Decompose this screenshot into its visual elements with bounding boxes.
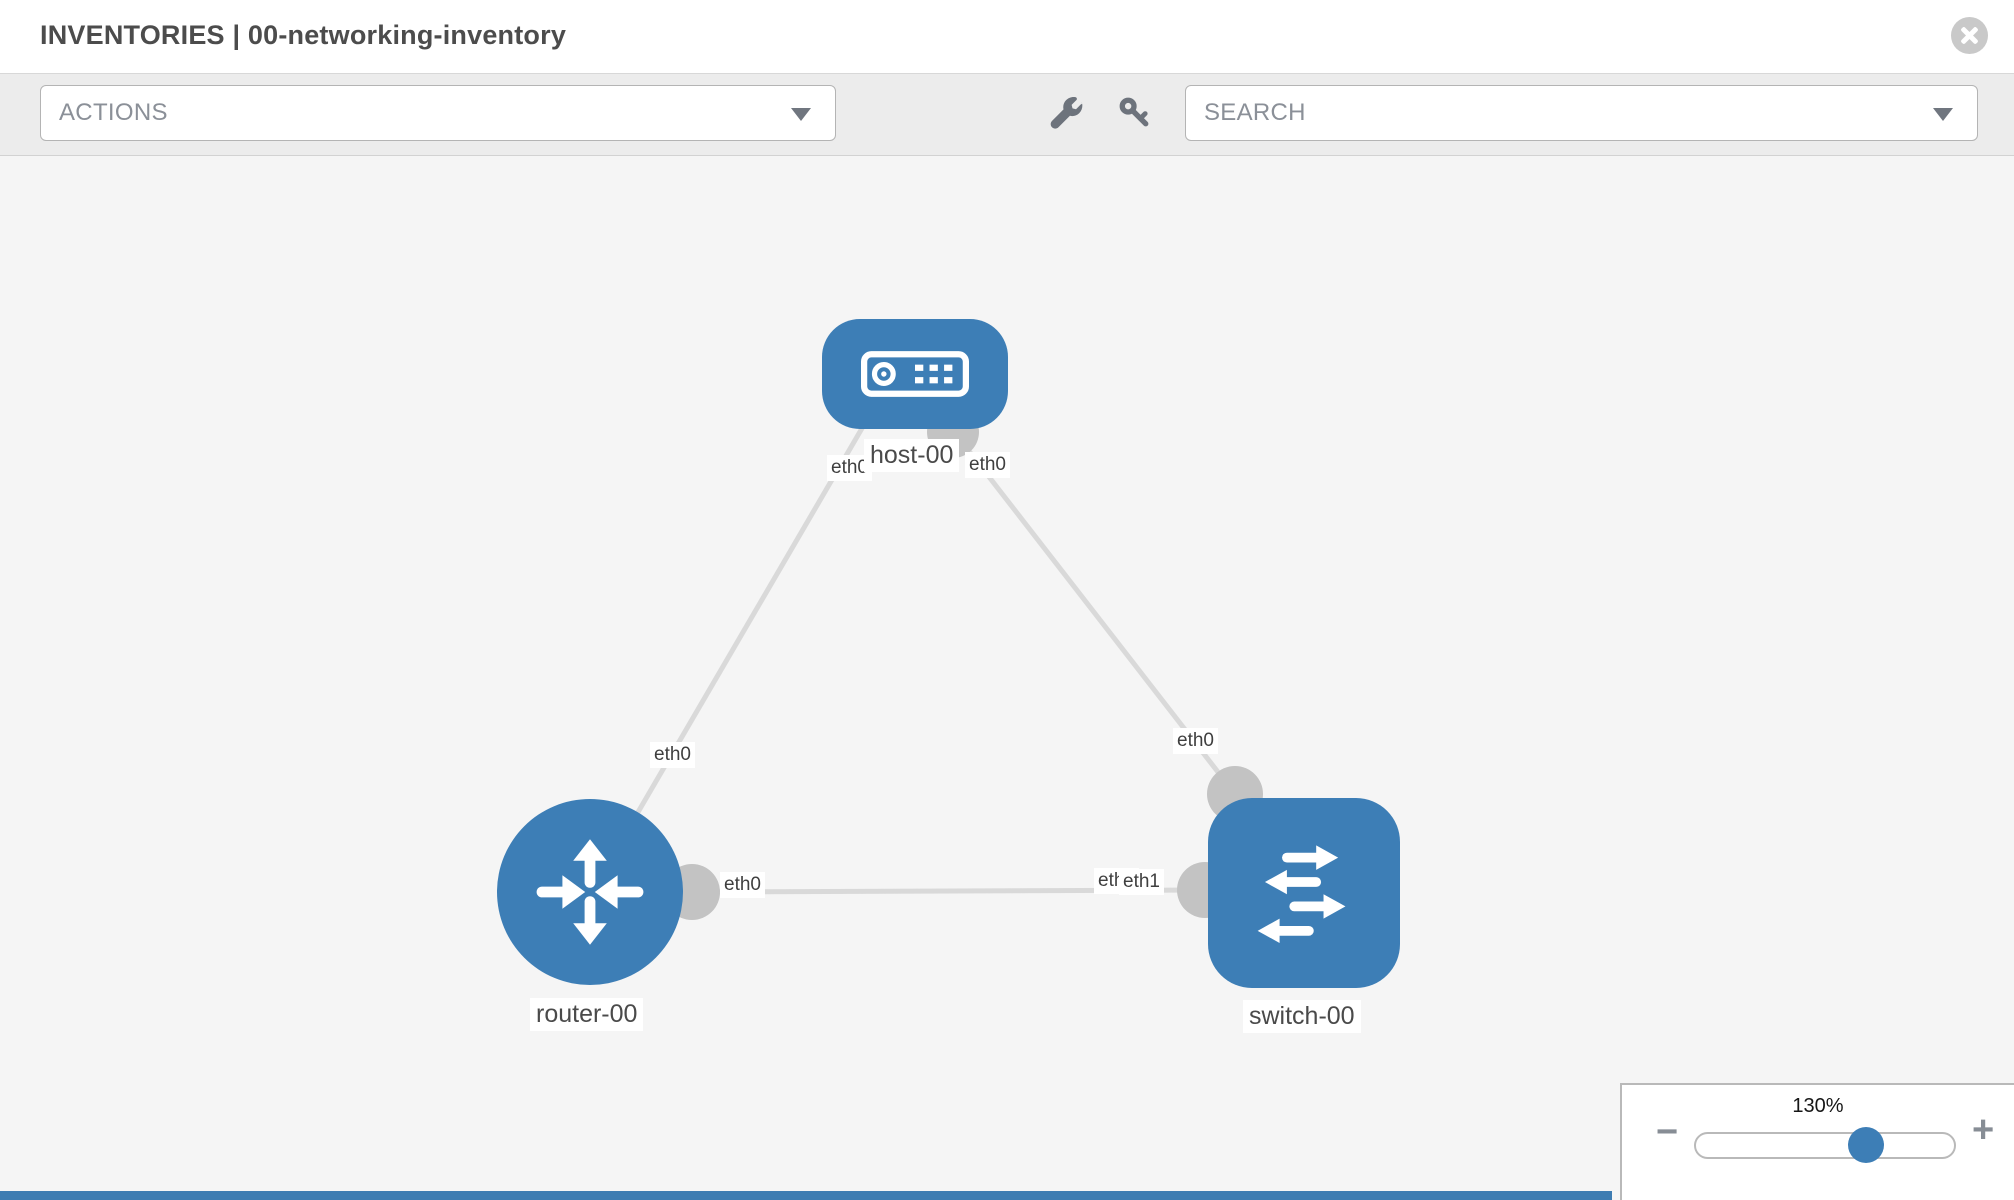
actions-dropdown-label: ACTIONS [59, 99, 168, 126]
interface-label: eth0 [650, 742, 695, 768]
router-icon [536, 839, 644, 945]
interface-label: eth1 [1119, 869, 1164, 895]
page-title: INVENTORIES | 00-networking-inventory [40, 20, 567, 50]
topology-canvas[interactable]: eth0 host-00 eth0 eth0 eth0 eth0 eth0 et… [0, 156, 2014, 1200]
search-dropdown[interactable]: SEARCH [1185, 85, 1978, 141]
search-placeholder: SEARCH [1204, 99, 1306, 126]
interface-label: eth0 [1173, 728, 1218, 754]
host-icon [861, 351, 969, 397]
header-bar: INVENTORIES | 00-networking-inventory [0, 0, 2014, 74]
zoom-in-button[interactable]: + [1972, 1109, 1995, 1151]
zoom-level-value: 130% [1792, 1095, 1844, 1117]
topology-links-layer [589, 406, 1263, 920]
node-host-00[interactable] [822, 319, 1008, 429]
interface-label: eth0 [720, 872, 765, 898]
interface-label: eth0 [965, 452, 1010, 478]
close-button[interactable] [1951, 17, 1988, 54]
zoom-out-button[interactable]: − [1656, 1111, 1679, 1153]
bottom-edge-strip [0, 1191, 1612, 1200]
node-switch-00[interactable] [1208, 798, 1400, 988]
zoom-slider-handle[interactable] [1848, 1127, 1884, 1163]
interface-label: eth0 [827, 455, 872, 481]
node-label-router: router-00 [530, 998, 644, 1031]
node-label-host: host-00 [864, 439, 960, 472]
chevron-down-icon [791, 108, 811, 121]
node-router-00[interactable] [497, 799, 683, 985]
toolbar: ACTIONS SEARCH [0, 74, 2014, 156]
chevron-down-icon [1933, 108, 1953, 121]
node-label-switch: switch-00 [1243, 1000, 1361, 1033]
switch-icon [1257, 845, 1346, 944]
zoom-control-panel: 130% − + [1620, 1083, 2014, 1200]
actions-dropdown[interactable]: ACTIONS [40, 85, 836, 141]
wrench-icon[interactable] [1048, 96, 1084, 132]
key-icon[interactable] [1118, 96, 1150, 128]
zoom-slider[interactable] [1694, 1127, 1956, 1163]
